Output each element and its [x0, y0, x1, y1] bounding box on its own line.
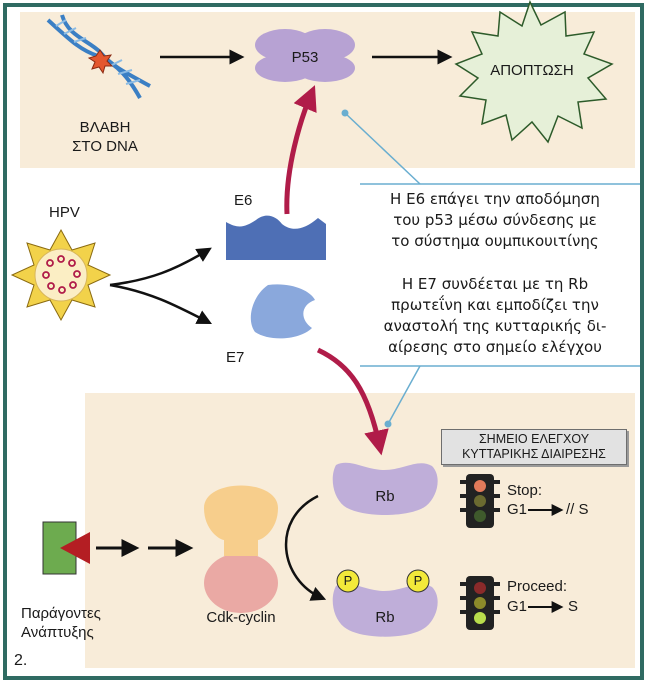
- growth-factors-label: Παράγοντες Ανάπτυξης: [21, 605, 101, 641]
- hpv-virus-icon: [10, 228, 112, 322]
- rb-top-label: Rb: [375, 488, 395, 505]
- traffic-light-stop-icon: [460, 474, 500, 528]
- growth-factor-ligand: [60, 532, 90, 564]
- stop-to: // S: [566, 501, 589, 518]
- cdk-cyclin-label: Cdk-cyclin: [206, 609, 276, 626]
- e7-note: Η E7 συνδέεται με τη Rb πρωτεΐνη και εμπ…: [383, 275, 607, 356]
- checkpoint-title-box: ΣΗΜΕΙΟ ΕΛΕΓΧΟΥ ΚΥΤΤΑΡΙΚΗΣ ΔΙΑΙΡΕΣΗΣ: [441, 429, 627, 465]
- figure-number: 2.: [14, 652, 28, 669]
- e7-protein: [250, 284, 315, 339]
- p53-label: P53: [291, 49, 319, 66]
- phosphate-right-icon: [406, 569, 430, 593]
- apoptosis-burst-icon: [454, 0, 614, 144]
- arrow-e7-to-rb: [316, 347, 389, 456]
- callout-lines: [341, 109, 640, 428]
- e7-label: E7: [226, 349, 245, 366]
- figure-frame: [3, 3, 644, 680]
- arrow-hpv-to-e6: [109, 247, 212, 287]
- phosphate-left-icon: [336, 569, 360, 593]
- arrow-phosphorylation: [284, 494, 327, 601]
- p53-protein: [255, 29, 355, 82]
- rb-protein-top: [332, 462, 438, 515]
- rb-bottom-label: Rb: [375, 609, 395, 626]
- proceed-from: G1: [507, 598, 528, 615]
- arrow-e6-to-p53: [284, 85, 317, 215]
- hpv-label: HPV: [49, 204, 80, 221]
- rb-protein-bottom: [332, 583, 438, 637]
- arrow-hpv-to-e7: [109, 283, 213, 325]
- stop-from: G1: [507, 501, 528, 518]
- e6-protein: [226, 215, 326, 260]
- apoptosis-label: ΑΠΟΠΤΩΣΗ: [490, 62, 574, 79]
- cdk-cyclin-complex: [204, 485, 278, 613]
- e6-label: E6: [234, 192, 253, 209]
- phosphate-left-label: P: [343, 573, 353, 588]
- traffic-light-proceed-icon: [460, 576, 500, 630]
- proceed-to: S: [568, 598, 579, 615]
- e6-note: Η E6 επάγει την αποδόμηση του p53 μέσω σ…: [390, 190, 600, 250]
- phosphate-right-label: P: [413, 573, 423, 588]
- dna-helix-icon: [46, 14, 151, 99]
- proceed-label: Proceed:: [507, 578, 568, 595]
- stop-label: Stop:: [507, 482, 543, 499]
- dna-damage-label: ΒΛΑΒΗ ΣΤΟ DNA: [72, 119, 138, 155]
